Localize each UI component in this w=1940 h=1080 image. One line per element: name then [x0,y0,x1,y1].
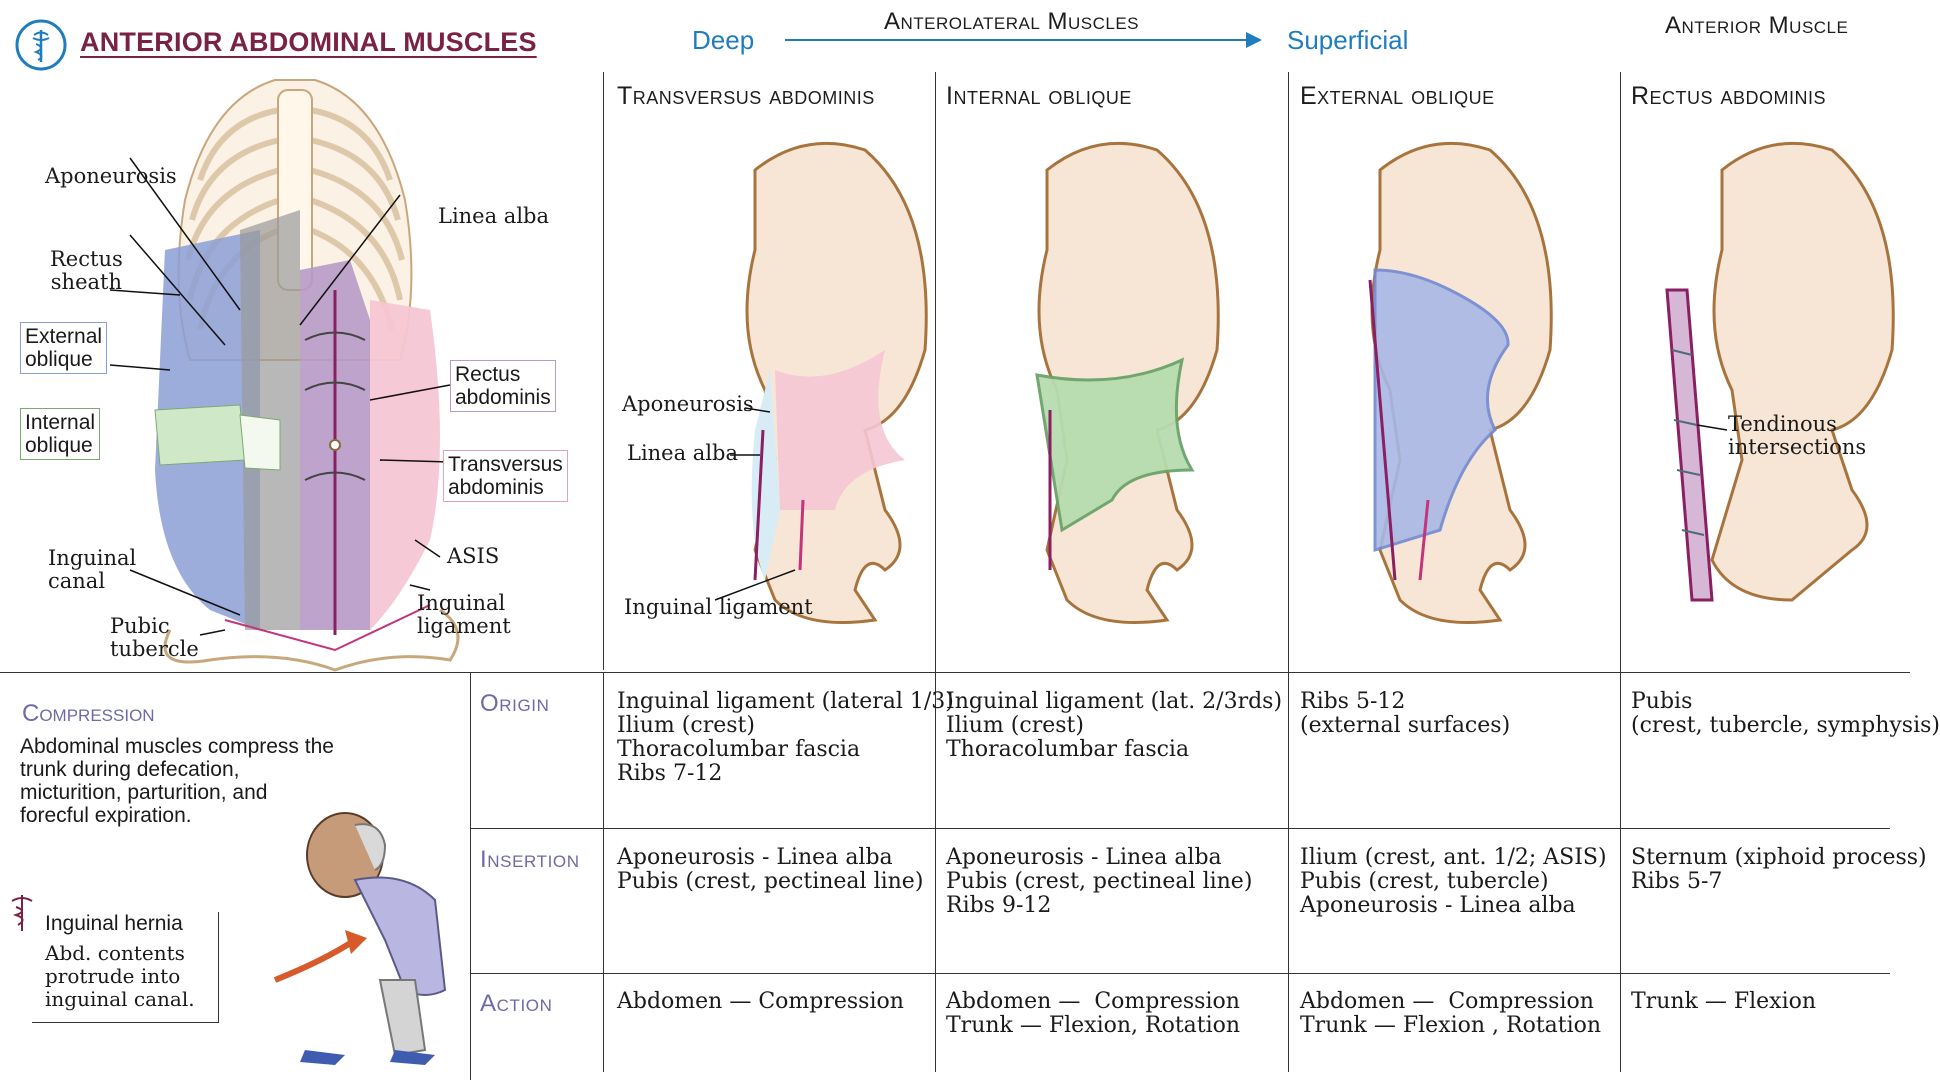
cell-origin-internal: Inguinal ligament (lat. 2/3rds) Ilium (c… [946,689,1283,762]
compression-title: Compression [22,700,155,727]
grid-line [603,672,604,1072]
group-label: Anterolateral Muscles [884,8,1140,35]
cell-action-rectus: Trunk — Flexion [1631,989,1817,1014]
side-label-linea-alba: Linea alba [627,441,739,465]
label-linea-alba: Linea alba [438,204,550,228]
page-title: ANTERIOR ABDOMINAL MUSCLES [80,27,537,57]
col-external-oblique: External oblique [1300,82,1495,110]
label-internal-oblique: Internal oblique [20,408,101,460]
col-rectus: Rectus abdominis [1631,82,1827,110]
caduceus-icon [11,895,33,931]
hernia-title: Inguinal hernia [45,912,183,935]
compression-text: Abdominal muscles compress the trunk dur… [20,735,334,827]
row-insertion: Insertion [480,846,580,873]
hernia-box [32,912,219,1023]
cell-origin-external: Ribs 5-12 (external surfaces) [1300,689,1511,738]
cell-action-transversus: Abdomen — Compression [617,989,904,1014]
transversus-side-view [714,141,928,624]
grid-line [470,672,471,1080]
anterior-label: Anterior Muscle [1665,12,1849,39]
grid-line [470,828,1890,829]
side-label-aponeurosis: Aponeurosis [622,392,754,416]
grid-line [470,973,1890,974]
elderly-man-illustration [273,812,447,1065]
cell-action-internal: Abdomen — Compression Trunk — Flexion, R… [946,989,1241,1038]
label-pubic-tubercle: Pubic tubercle [110,614,199,661]
col-transversus: Transversus abdominis [617,82,875,110]
caduceus-logo-icon [15,19,67,71]
cell-insertion-rectus: Sternum (xiphoid process) Ribs 5-7 [1631,845,1927,894]
cell-origin-transversus: Inguinal ligament (lateral 1/3) Ilium (c… [617,689,954,786]
cell-insertion-transversus: Aponeurosis - Linea alba Pubis (crest, p… [617,845,924,894]
cell-insertion-internal: Aponeurosis - Linea alba Pubis (crest, p… [946,845,1253,918]
label-rectus-sheath: Rectus sheath [50,247,123,294]
rectus-side-view [1665,141,1895,602]
side-label-tendinous: Tendinous intersections [1728,412,1867,459]
grid-line [0,672,1910,673]
internal-oblique-side-view [1035,141,1220,624]
trunk-illustration [109,79,460,672]
grid-line [603,72,604,670]
label-inguinal-canal: Inguinal canal [48,546,137,593]
side-label-inguinal-ligament: Inguinal ligament [624,595,813,619]
grid-line [1620,72,1621,1072]
cell-insertion-external: Ilium (crest, ant. 1/2; ASIS) Pubis (cre… [1300,845,1607,918]
superficial-label: Superficial [1287,25,1409,55]
cell-action-external: Abdomen — Compression Trunk — Flexion , … [1300,989,1602,1038]
cell-origin-rectus: Pubis (crest, tubercle, symphysis) [1631,689,1940,738]
label-external-oblique: External oblique [20,322,108,374]
label-aponeurosis: Aponeurosis [45,164,177,188]
deep-label: Deep [692,25,755,55]
col-internal-oblique: Internal oblique [946,82,1132,110]
label-asis: ASIS [447,544,500,568]
row-origin: Origin [480,690,550,717]
hernia-text: Abd. contents protrude into inguinal can… [45,941,195,1011]
label-inguinal-ligament: Inguinal ligament [417,591,511,638]
grid-line [935,72,936,1072]
deep-to-superficial-arrow [785,32,1262,48]
external-oblique-side-view [1368,141,1553,624]
grid-line [1288,72,1289,1072]
row-action: Action [480,990,553,1017]
label-transversus-abdominis: Transversus abdominis [443,450,568,502]
label-rectus-abdominis: Rectus abdominis [450,360,556,412]
